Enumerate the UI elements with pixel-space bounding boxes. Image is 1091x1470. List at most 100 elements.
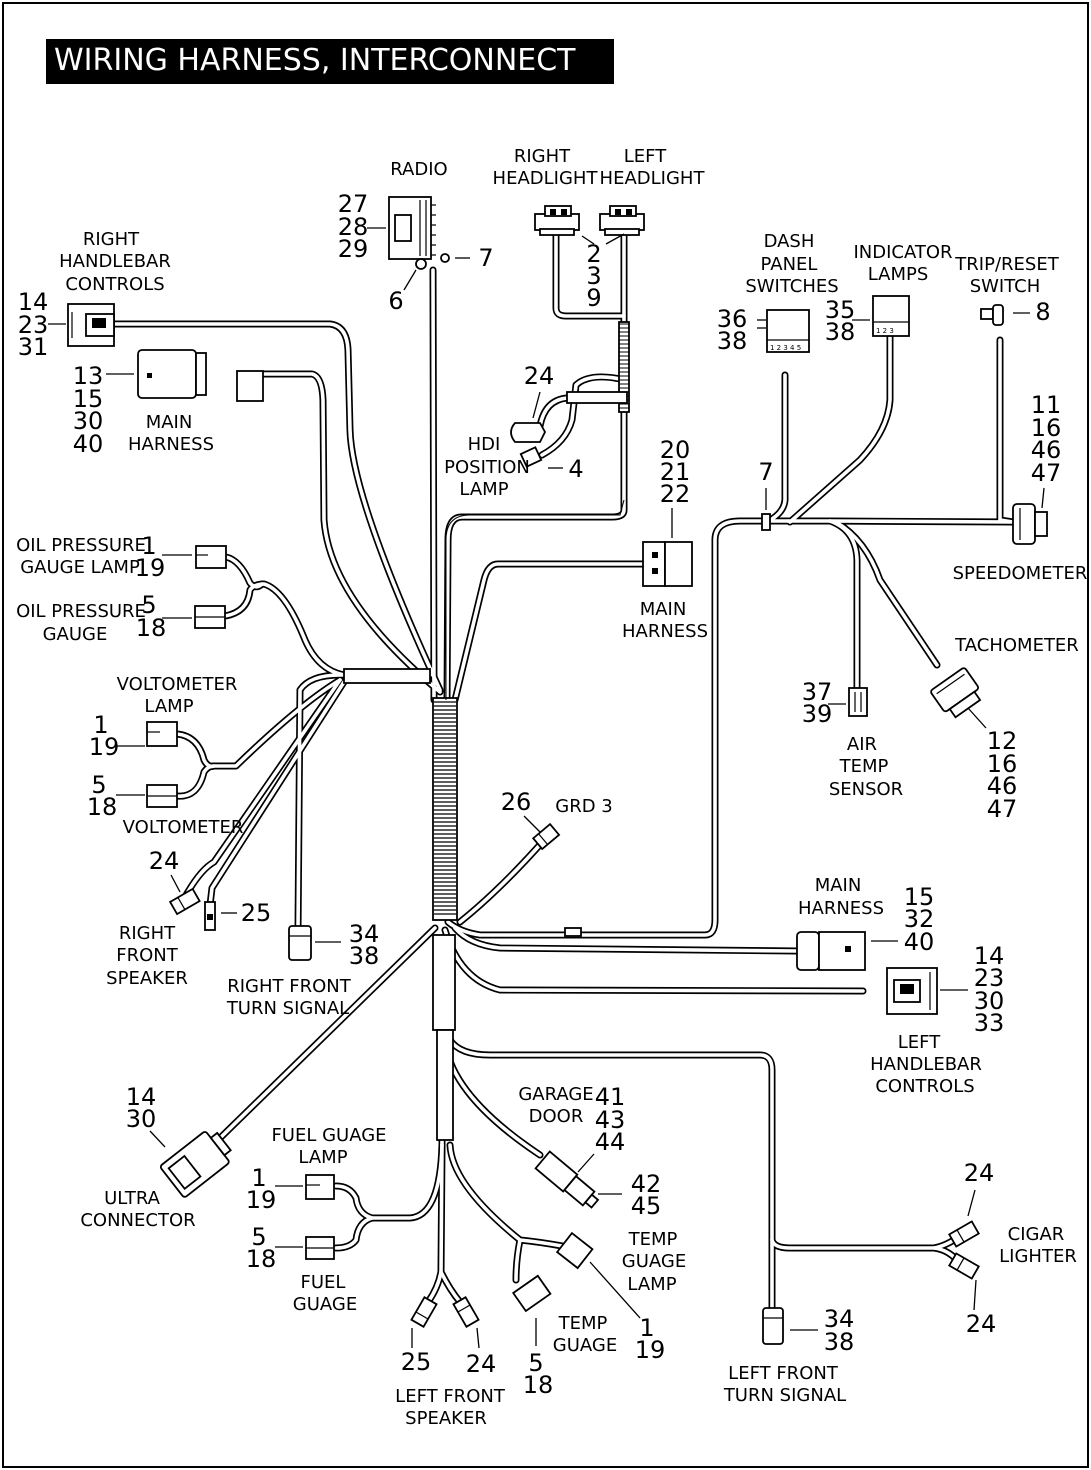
label-dash-2: PANEL <box>761 254 818 275</box>
lower-branch-clip <box>564 927 582 937</box>
callout-fuel-lamp-b: 19 <box>246 1186 277 1214</box>
label-oil-gauge-1: OIL PRESSURE <box>16 601 146 622</box>
callout-volt-lamp-a: 1 <box>93 711 108 739</box>
callout-rh-c: 31 <box>18 333 49 361</box>
label-indicator-1: INDICATOR <box>853 242 952 263</box>
label-left-handlebar-3: CONTROLS <box>875 1076 974 1097</box>
callout-fuel-gauge-a: 5 <box>251 1223 266 1251</box>
label-temp-gauge-2: GUAGE <box>553 1335 617 1356</box>
oil-pressure-gauge-connector <box>194 605 226 629</box>
label-lf-turn-1: LEFT FRONT <box>728 1363 839 1384</box>
label-radio: RADIO <box>390 159 447 180</box>
callout-rh-a: 14 <box>18 288 49 316</box>
left-front-speaker-connector-a <box>410 1296 438 1328</box>
label-tachometer: TACHOMETER <box>954 635 1079 656</box>
callout-mhl-b: 32 <box>904 905 935 933</box>
left-front-turn-signal-connector <box>762 1307 784 1345</box>
callout-grd3: 26 <box>501 788 532 816</box>
callout-radio-nut: 7 <box>478 244 493 272</box>
callout-mht-b: 15 <box>73 385 104 413</box>
main-harness-mid-connector <box>642 541 693 587</box>
harness-wires <box>111 230 1017 1314</box>
cigar-lighter-connector-bottom <box>948 1252 980 1280</box>
callout-mhl-a: 15 <box>904 883 935 911</box>
callout-radio-screw: 6 <box>388 287 403 315</box>
harness-trunk-sleeve <box>432 697 458 1141</box>
label-fuel-gauge-2: GUAGE <box>293 1294 357 1315</box>
label-oil-lamp-1: OIL PRESSURE <box>16 535 146 556</box>
callout-temp-gauge-a: 5 <box>528 1349 543 1377</box>
label-rf-turn-1: RIGHT FRONT <box>227 976 352 997</box>
label-right-headlight-2: HEADLIGHT <box>493 168 599 189</box>
callout-tach-a: 12 <box>987 727 1018 755</box>
callout-cigar-bottom: 24 <box>966 1310 997 1338</box>
callout-headlight-b: 3 <box>586 262 601 290</box>
cigar-lighter-connector-top <box>948 1220 980 1248</box>
callout-volt-lamp-b: 19 <box>89 733 120 761</box>
callout-rh-b: 23 <box>18 311 49 339</box>
callout-lh-a: 14 <box>974 942 1005 970</box>
label-dash-1: DASH <box>764 231 815 252</box>
label-left-headlight-2: HEADLIGHT <box>600 168 706 189</box>
label-fuel-lamp-1: FUEL GUAGE <box>271 1125 386 1146</box>
hdi-position-lamp <box>510 422 547 468</box>
callout-temp-lamp-a: 1 <box>639 1314 654 1342</box>
callout-temp-lamp-b: 19 <box>635 1336 666 1364</box>
callout-radio-c: 29 <box>338 235 369 263</box>
ultra-connector <box>159 1131 232 1198</box>
callout-oil-lamp-a: 1 <box>141 532 156 560</box>
label-rf-speaker-1: RIGHT <box>119 923 176 944</box>
hdi-clamp <box>566 391 628 404</box>
label-fuel-gauge-1: FUEL <box>301 1272 346 1293</box>
indicator-lamps-connector: 1 2 3 <box>872 295 910 337</box>
callout-oil-lamp-b: 19 <box>135 554 166 582</box>
callout-lh-d: 33 <box>974 1009 1005 1037</box>
callout-mht-a: 13 <box>73 362 104 390</box>
label-cigar-2: LIGHTER <box>999 1246 1077 1267</box>
callout-dash-clip: 7 <box>758 458 773 486</box>
label-left-handlebar-1: LEFT <box>898 1032 941 1053</box>
label-rf-turn-2: TURN SIGNAL <box>226 998 349 1019</box>
label-lf-speaker-2: SPEAKER <box>405 1408 487 1429</box>
label-rf-speaker-3: SPEAKER <box>106 968 188 989</box>
label-left-handlebar-2: HANDLEBAR <box>870 1054 982 1075</box>
radio-connector <box>388 196 436 260</box>
right-handlebar-connector <box>67 303 115 347</box>
callout-mhm-a: 20 <box>660 436 691 464</box>
label-right-headlight-1: RIGHT <box>514 146 571 167</box>
label-grd3: GRD 3 <box>555 796 613 817</box>
label-ultra-2: CONNECTOR <box>80 1210 195 1231</box>
callout-garage-conn-b: 45 <box>631 1192 662 1220</box>
left-headlight-connector <box>599 205 645 236</box>
garage-door-connector <box>534 1150 600 1209</box>
callout-speedo-b: 16 <box>1031 414 1062 442</box>
main-harness-low-connector <box>796 931 866 971</box>
label-fuel-lamp-2: LAMP <box>298 1147 347 1168</box>
air-temp-sensor-connector <box>848 687 868 717</box>
trip-reset-switch <box>980 304 1004 326</box>
main-harness-top-connector <box>137 349 264 402</box>
callout-mhm-b: 21 <box>660 458 691 486</box>
label-main-harness-mid-2: HARNESS <box>622 621 708 642</box>
title-bar: WIRING HARNESS, INTERCONNECT <box>46 39 614 84</box>
svg-text:1 2 3: 1 2 3 <box>876 327 894 335</box>
label-main-harness-mid-1: MAIN <box>640 599 687 620</box>
callout-headlight-c: 9 <box>586 284 601 312</box>
label-volt-lamp-1: VOLTOMETER <box>117 674 238 695</box>
headlight-conduit <box>445 321 630 700</box>
oil-pressure-lamp-connector <box>195 545 227 569</box>
gauge-branch-sleeve <box>343 668 431 684</box>
callout-ultra-a: 14 <box>126 1083 157 1111</box>
label-temp-lamp-2: GUAGE <box>622 1251 686 1272</box>
callout-lfs-a: 25 <box>401 1348 432 1376</box>
speedometer-connector <box>1012 503 1048 545</box>
voltometer-lamp-connector <box>146 721 178 747</box>
callout-dash-b: 38 <box>717 327 748 355</box>
callout-radio-b: 28 <box>338 213 369 241</box>
label-temp-gauge-1: TEMP <box>558 1313 608 1334</box>
label-temp-lamp-1: TEMP <box>628 1229 678 1250</box>
diagram-title: WIRING HARNESS, INTERCONNECT <box>54 43 576 78</box>
callout-speedo-a: 11 <box>1031 391 1062 419</box>
tachometer-connector <box>930 667 982 719</box>
label-hdi-2: POSITION <box>444 457 530 478</box>
